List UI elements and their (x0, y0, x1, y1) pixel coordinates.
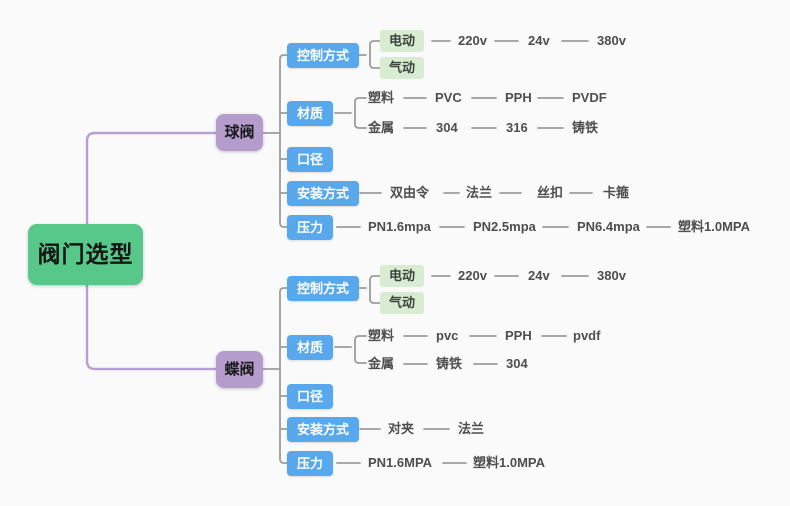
butterfly-plastic-pvc[interactable]: pvc (436, 328, 459, 343)
butterfly-category-pressure[interactable]: 压力 (287, 450, 334, 476)
ball-install-union[interactable]: 双由令 (390, 185, 430, 200)
ball-install-flange[interactable]: 法兰 (466, 185, 493, 200)
ball-category-diameter[interactable]: 口径 (287, 146, 334, 172)
ball-metal-cast-iron[interactable]: 铸铁 (572, 120, 599, 135)
ball-metal-304[interactable]: 304 (436, 120, 458, 135)
ball-category-install-mode[interactable]: 安装方式 (287, 180, 360, 206)
butterfly-material-plastic[interactable]: 塑料 (368, 328, 395, 343)
butterfly-voltage-380v[interactable]: 380v (597, 268, 626, 283)
butterfly-category-install-mode[interactable]: 安装方式 (287, 416, 360, 442)
ball-plastic-pph[interactable]: PPH (505, 90, 532, 105)
ball-metal-316[interactable]: 316 (506, 120, 528, 135)
butterfly-voltage-220v[interactable]: 220v (458, 268, 487, 283)
ball-material-plastic[interactable]: 塑料 (368, 90, 395, 105)
butterfly-control-electric[interactable]: 电动 (380, 265, 425, 287)
butterfly-material-metal[interactable]: 金属 (368, 356, 395, 371)
ball-pressure-pn64[interactable]: PN6.4mpa (577, 219, 640, 234)
butterfly-category-control-mode[interactable]: 控制方式 (287, 275, 360, 301)
butterfly-plastic-pvdf[interactable]: pvdf (573, 328, 601, 343)
ball-material-metal[interactable]: 金属 (368, 120, 395, 135)
ball-category-material[interactable]: 材质 (287, 100, 334, 126)
butterfly-pressure-pn16[interactable]: PN1.6MPA (368, 455, 433, 470)
ball-install-clamp[interactable]: 卡箍 (603, 185, 630, 200)
butterfly-metal-cast-iron[interactable]: 铸铁 (436, 356, 463, 371)
ball-install-thread[interactable]: 丝扣 (537, 185, 564, 200)
butterfly-pressure-plastic10[interactable]: 塑料1.0MPA (473, 455, 545, 470)
ball-plastic-pvc[interactable]: PVC (435, 90, 462, 105)
ball-pressure-plastic10[interactable]: 塑料1.0MPA (678, 219, 750, 234)
butterfly-category-material[interactable]: 材质 (287, 334, 334, 360)
ball-voltage-220v[interactable]: 220v (458, 33, 487, 48)
ball-pressure-pn25[interactable]: PN2.5mpa (473, 219, 536, 234)
butterfly-install-wafer[interactable]: 对夹 (388, 421, 415, 436)
ball-control-electric[interactable]: 电动 (380, 30, 425, 52)
butterfly-metal-304[interactable]: 304 (506, 356, 528, 371)
ball-plastic-pvdf[interactable]: PVDF (572, 90, 607, 105)
butterfly-category-diameter[interactable]: 口径 (287, 383, 334, 409)
root-node-valve-selection[interactable]: 阀门选型 (28, 224, 143, 285)
ball-category-control-mode[interactable]: 控制方式 (287, 42, 360, 68)
butterfly-control-pneumatic[interactable]: 气动 (380, 292, 425, 314)
ball-voltage-380v[interactable]: 380v (597, 33, 626, 48)
ball-voltage-24v[interactable]: 24v (528, 33, 550, 48)
ball-pressure-pn16[interactable]: PN1.6mpa (368, 219, 431, 234)
branch-node-ball-valve[interactable]: 球阀 (216, 114, 263, 151)
ball-control-pneumatic[interactable]: 气动 (380, 57, 425, 79)
ball-category-pressure[interactable]: 压力 (287, 214, 334, 240)
butterfly-voltage-24v[interactable]: 24v (528, 268, 550, 283)
butterfly-plastic-pph[interactable]: PPH (505, 328, 532, 343)
branch-node-butterfly-valve[interactable]: 蝶阀 (216, 351, 263, 388)
butterfly-install-flange[interactable]: 法兰 (458, 421, 485, 436)
